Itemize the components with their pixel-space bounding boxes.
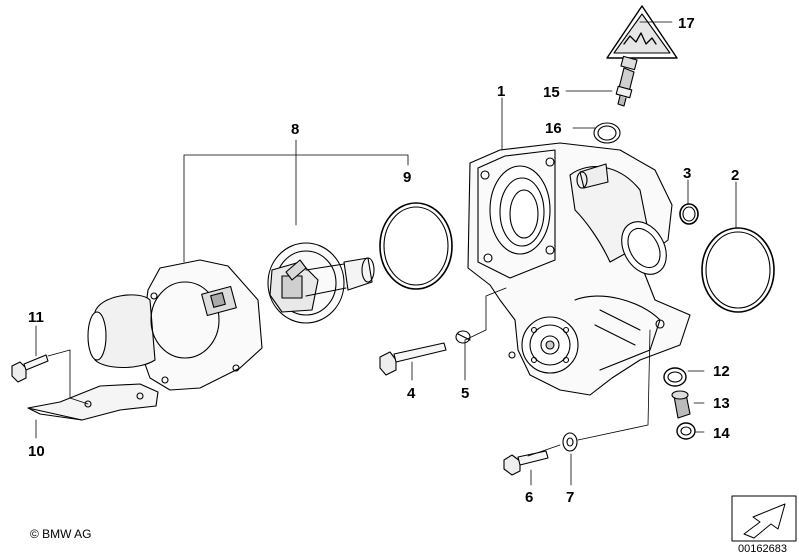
washer-7-part [562, 432, 578, 452]
seal-ring-16-part [593, 122, 621, 144]
callout-9: 9 [403, 169, 411, 186]
coolant-housing-part [467, 142, 691, 396]
callout-8: 8 [291, 121, 299, 138]
callout-6: 6 [525, 489, 533, 506]
callout-16: 16 [545, 120, 562, 137]
callout-2: 2 [731, 167, 739, 184]
bolt-4-part [379, 342, 447, 376]
copyright-text: © BMW AG [30, 527, 92, 541]
callout-4: 4 [407, 385, 416, 402]
callout-15: 15 [543, 84, 560, 101]
o-ring-3-part [679, 203, 699, 225]
o-ring-2-part [701, 227, 775, 313]
o-ring-14-part [676, 422, 696, 440]
temperature-sender-part [615, 55, 638, 107]
thermostat-housing-part [87, 259, 263, 391]
leader-lines [35, 21, 737, 486]
callout-7: 7 [566, 489, 574, 506]
bmw-arrow-stamp [731, 495, 797, 542]
callout-3: 3 [683, 165, 691, 182]
gasket-ring-9-part [379, 202, 453, 290]
callout-13: 13 [713, 395, 730, 412]
warning-label-part [606, 5, 678, 59]
bolt-6-part [503, 450, 549, 476]
thermostat-part [267, 242, 375, 324]
plug-13-part [671, 390, 691, 419]
callout-17: 17 [678, 15, 695, 32]
callout-1: 1 [497, 83, 505, 100]
document-number: 00162683 [738, 543, 787, 555]
washer-5-part [455, 330, 471, 344]
callout-5: 5 [461, 385, 469, 402]
bolt-11-part [11, 354, 49, 383]
callout-11: 11 [28, 309, 44, 326]
callout-14: 14 [713, 425, 730, 442]
seal-12-part [663, 367, 687, 387]
bracket-part [27, 383, 159, 421]
callout-10: 10 [28, 443, 45, 460]
callout-12: 12 [713, 363, 730, 380]
callout-labels: 1 2 3 4 5 6 7 8 9 10 11 12 13 14 15 16 1… [28, 15, 739, 506]
